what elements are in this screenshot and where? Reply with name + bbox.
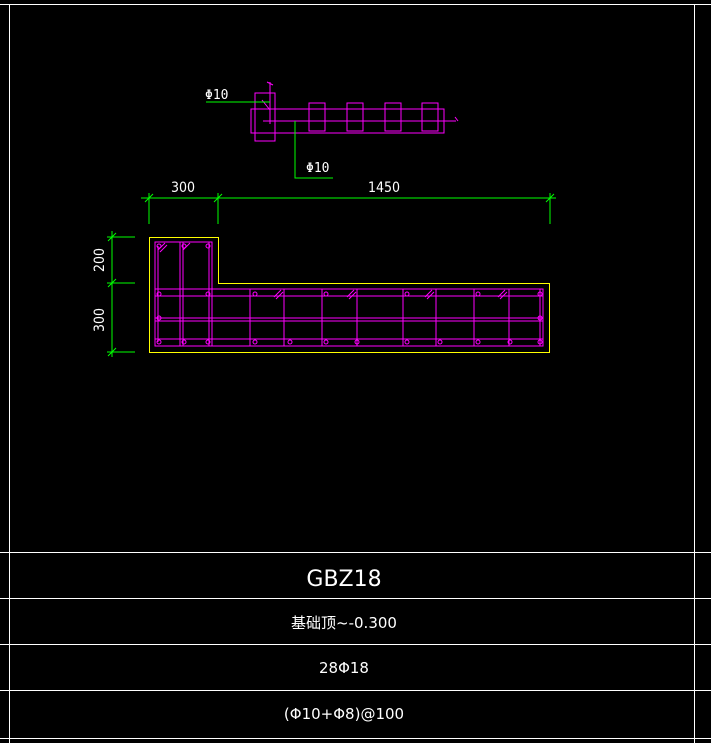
longitudinal-rebar: 28Φ18 — [319, 659, 369, 677]
dimension-1450: 1450 — [368, 180, 400, 196]
section-outline — [149, 237, 550, 353]
stirrup-spec: (Φ10+Φ8)@100 — [284, 705, 404, 723]
rebar-bars — [156, 243, 543, 345]
drawing-frame — [0, 4, 711, 743]
dimension-300-horizontal: 300 — [171, 180, 195, 196]
vertical-dimension — [107, 231, 135, 357]
rebar-cage — [154, 241, 544, 347]
dimension-300-vertical: 300 — [92, 308, 108, 332]
detail-bottom-label: Φ10 — [306, 161, 329, 176]
wall-column-id: GBZ18 — [306, 567, 381, 592]
stirrup-detail — [206, 81, 459, 179]
detail-top-label: Φ10 — [205, 88, 228, 103]
horizontal-dimension — [141, 193, 556, 224]
elevation-range: 基础顶~-0.300 — [291, 614, 397, 632]
dimension-200: 200 — [92, 248, 108, 272]
